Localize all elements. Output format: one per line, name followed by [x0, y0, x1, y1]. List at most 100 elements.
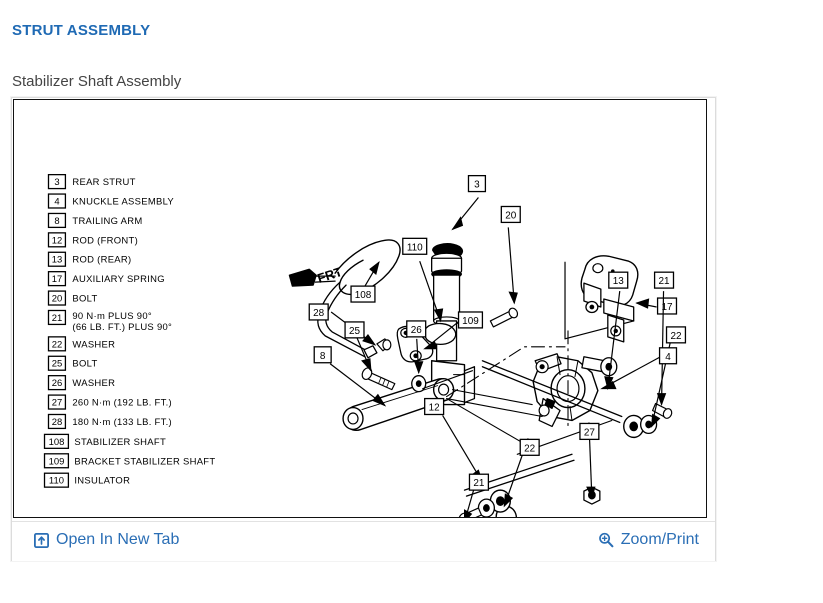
- legend-num-25: 25: [52, 359, 63, 370]
- diagram-panel: 3 REAR STRUT 4 KNUCKLE ASSEMBLY 8 TRAILI…: [11, 97, 716, 561]
- callout-label-21b: 21: [473, 478, 485, 489]
- legend-label-108: STABILIZER SHAFT: [74, 437, 166, 448]
- callout-label-20: 20: [505, 210, 517, 221]
- knuckle-assembly-part: [532, 353, 618, 428]
- bolt-28-part: [376, 338, 392, 352]
- callout-4: 4: [600, 347, 678, 390]
- callout-label-25: 25: [349, 326, 361, 337]
- legend-num-20: 20: [52, 294, 63, 305]
- open-in-new-tab-label: Open In New Tab: [56, 531, 180, 548]
- legend-num-22: 22: [52, 339, 63, 350]
- legend-num-109: 109: [49, 456, 65, 467]
- legend-label-17: AUXILIARY SPRING: [72, 274, 165, 285]
- callout-25: 25: [344, 321, 372, 373]
- callout-12: 12: [424, 397, 484, 484]
- washer-26-part: [411, 375, 427, 393]
- callout-26: 26: [406, 320, 427, 375]
- callout-label-3: 3: [474, 180, 480, 191]
- zoom-print-button[interactable]: Zoom/Print: [598, 531, 699, 549]
- legend-label-20: BOLT: [72, 294, 97, 305]
- legend-row-26: 26 WASHER: [47, 375, 115, 391]
- callout-13: 13: [604, 271, 629, 391]
- legend-row-17: 17 AUXILIARY SPRING: [47, 271, 165, 287]
- callout-20: 20: [500, 205, 521, 305]
- callout-27: 27: [579, 422, 600, 500]
- legend-row-108: 108 STABILIZER SHAFT: [43, 433, 166, 449]
- callout-22b: 22: [503, 438, 540, 508]
- legend-label-28: 180 N·m (133 LB. FT.): [72, 417, 172, 428]
- legend-num-8: 8: [54, 216, 59, 227]
- legend-label-21-line2: (66 LB. FT.) PLUS 90°: [72, 322, 172, 333]
- rod-front-part: [458, 453, 575, 517]
- legend-num-26: 26: [52, 378, 63, 389]
- callout-28: 28: [308, 303, 377, 346]
- auxiliary-spring-part: [564, 255, 639, 343]
- legend-label-110: INSULATOR: [74, 476, 130, 487]
- legend-label-12: ROD (FRONT): [72, 235, 138, 246]
- diagram-image-frame[interactable]: 3 REAR STRUT 4 KNUCKLE ASSEMBLY 8 TRAILI…: [13, 99, 707, 518]
- front-direction-label: FRT: [315, 264, 344, 286]
- callout-label-22a: 22: [670, 331, 682, 342]
- legend-row-8: 8 TRAILING ARM: [47, 212, 142, 229]
- legend-label-27: 260 N·m (192 LB. FT.): [72, 398, 172, 409]
- callout-110: 110: [402, 237, 444, 323]
- callout-label-8: 8: [320, 351, 326, 362]
- bolt-20-part: [489, 307, 519, 328]
- callout-17: 17: [635, 297, 678, 315]
- legend-row-110: 110 INSULATOR: [43, 472, 130, 488]
- legend-label-25: BOLT: [72, 359, 97, 370]
- legend-row-13: 13 ROD (REAR): [47, 251, 131, 267]
- legend-row-4: 4 KNUCKLE ASSEMBLY: [47, 193, 174, 209]
- legend-num-17: 17: [52, 274, 63, 285]
- rod-rear-part: [481, 360, 673, 439]
- callout-label-108: 108: [355, 290, 372, 301]
- legend-label-21: 90 N·m PLUS 90°: [72, 311, 152, 322]
- bolt-25-part: [361, 367, 396, 391]
- page-title: STRUT ASSEMBLY: [12, 22, 151, 39]
- callout-label-17: 17: [661, 302, 673, 313]
- callout-21a: 21: [653, 271, 675, 406]
- diagram-footer-toolbar: Open In New Tab Zoom/Print: [12, 521, 715, 561]
- insulator-part: [423, 322, 457, 345]
- legend-num-108: 108: [49, 437, 65, 448]
- parts-legend: 3 REAR STRUT 4 KNUCKLE ASSEMBLY 8 TRAILI…: [43, 173, 215, 488]
- callout-label-28: 28: [313, 308, 325, 319]
- legend-num-110: 110: [49, 476, 64, 487]
- front-direction-marker: FRT: [288, 264, 344, 287]
- legend-label-26: WASHER: [72, 378, 115, 389]
- strut-assembly-illustration: 3 REAR STRUT 4 KNUCKLE ASSEMBLY 8 TRAILI…: [43, 173, 687, 517]
- legend-row-109: 109 BRACKET STABILIZER SHAFT: [43, 453, 215, 469]
- open-in-new-tab-icon: [34, 532, 49, 548]
- legend-num-27: 27: [52, 398, 63, 409]
- stabilizer-shaft-part: [314, 239, 401, 359]
- callout-21b: 21: [464, 473, 490, 517]
- callout-label-13: 13: [613, 276, 625, 287]
- callout-boxes: 3 20 17: [308, 174, 687, 517]
- callout-label-22b: 22: [524, 443, 536, 454]
- callout-label-21a: 21: [659, 276, 671, 287]
- legend-row-25: 25 BOLT: [47, 355, 97, 371]
- callout-label-109: 109: [462, 316, 479, 327]
- callout-label-4: 4: [665, 352, 671, 363]
- legend-row-21: 21 90 N·m PLUS 90° (66 LB. FT.) PLUS 90°: [47, 309, 172, 333]
- callout-8: 8: [313, 346, 387, 407]
- callout-label-12: 12: [429, 403, 441, 414]
- callout-label-27: 27: [584, 427, 596, 438]
- magnifier-plus-icon: [598, 532, 614, 548]
- legend-label-4: KNUCKLE ASSEMBLY: [72, 196, 174, 207]
- legend-num-28: 28: [52, 417, 63, 428]
- legend-row-22: 22 WASHER: [47, 336, 115, 352]
- legend-row-12: 12 ROD (FRONT): [47, 232, 138, 248]
- callout-label-26: 26: [411, 325, 423, 336]
- legend-row-28: 28 180 N·m (133 LB. FT.): [47, 413, 172, 430]
- legend-label-109: BRACKET STABILIZER SHAFT: [74, 456, 215, 467]
- open-in-new-tab-button[interactable]: Open In New Tab: [34, 531, 179, 549]
- legend-num-3: 3: [54, 177, 59, 188]
- legend-row-20: 20 BOLT: [47, 290, 97, 306]
- callout-109: 109: [423, 311, 484, 350]
- legend-label-22: WASHER: [72, 339, 115, 350]
- legend-label-3: REAR STRUT: [72, 177, 135, 188]
- callout-108: 108: [350, 260, 380, 303]
- zoom-print-label: Zoom/Print: [620, 531, 699, 548]
- legend-label-13: ROD (REAR): [72, 255, 131, 266]
